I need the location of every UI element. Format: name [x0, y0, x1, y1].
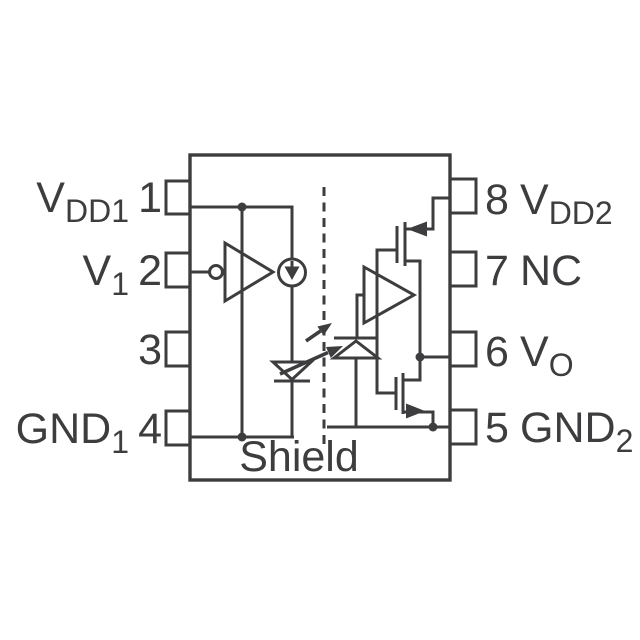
pin-8-number: 8 — [485, 176, 509, 224]
pin-4-number: 4 — [138, 405, 162, 453]
pin-1-number: 1 — [138, 174, 162, 222]
pin-5-name: GND2 — [520, 404, 633, 459]
input-buffer-icon — [223, 240, 276, 304]
light-arrow-icon — [317, 323, 332, 336]
pin-6-pad — [448, 330, 478, 368]
light-arrow-shaft — [279, 350, 329, 376]
pin-3-number: 3 — [138, 326, 162, 374]
pin-6-name: VO — [520, 328, 574, 383]
led-icon — [269, 360, 315, 382]
photodiode-to-amp-wire — [355, 293, 364, 338]
light-arrow-shaft — [305, 329, 322, 343]
pin-8-name: VDD2 — [520, 176, 613, 231]
pin-4-pad — [164, 409, 192, 447]
pin-2-pad — [164, 251, 192, 289]
current-source-arrow-icon — [284, 266, 300, 280]
pin-1-name: VDD1 — [36, 174, 129, 229]
gate-bus-wire — [375, 248, 397, 395]
pin-pads-left — [164, 179, 192, 447]
vdd1-wire — [190, 205, 294, 259]
pin-5-number: 5 — [485, 404, 509, 452]
input-circuit — [190, 202, 315, 442]
pmos-source-wire — [405, 196, 450, 231]
light-arrow-icon — [326, 346, 343, 358]
output-circuit — [327, 196, 450, 432]
pin-7-number: 7 — [485, 247, 509, 295]
pin-1-pad — [164, 179, 192, 216]
pin-2-name: V1 — [83, 247, 129, 302]
pmos-arrow-icon — [407, 221, 427, 237]
pin-8-pad — [448, 177, 478, 215]
pin-labels-left: VDD1 1 V1 2 3 GND1 4 — [16, 174, 162, 460]
junction-dot — [428, 422, 438, 432]
junction-dot — [237, 202, 247, 212]
pin-labels-right: 8 VDD2 7 NC 6 VO 5 GND2 — [485, 176, 633, 459]
ic-body-outline — [188, 153, 452, 482]
pin-pads-right — [448, 177, 478, 446]
output-amplifier-icon — [362, 264, 418, 326]
junction-dot — [415, 352, 425, 362]
pin-7-pad — [448, 250, 478, 288]
pin-7-name: NC — [520, 247, 582, 295]
light-arrows — [279, 323, 343, 376]
nmos-arrow-icon — [406, 403, 425, 419]
input-bubble-icon — [208, 264, 224, 280]
pin-5-pad — [448, 408, 478, 446]
pin-6-number: 6 — [485, 328, 509, 376]
pin-3-pad — [164, 330, 192, 368]
pin-4-name: GND1 — [16, 405, 129, 460]
photodiode-icon — [329, 339, 383, 360]
shield-label: Shield — [239, 433, 359, 481]
drain-bus-wire — [403, 259, 422, 382]
pin-2-number: 2 — [138, 247, 162, 295]
